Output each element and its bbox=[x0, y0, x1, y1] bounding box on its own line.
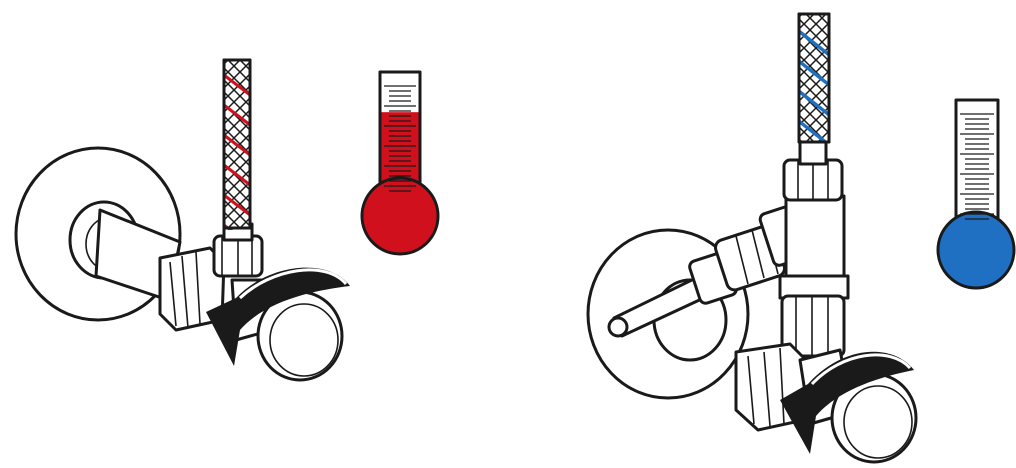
thermometer-bulb bbox=[938, 212, 1014, 288]
thermometer-hot bbox=[362, 72, 438, 254]
braided-hose-icon bbox=[220, 60, 254, 248]
thermometer-bulb bbox=[362, 178, 438, 254]
hot-valve-panel bbox=[16, 60, 438, 380]
thermometer-cold bbox=[938, 100, 1014, 288]
thermometer-icon bbox=[938, 100, 1014, 288]
double-outlet-angle-valve-icon bbox=[736, 142, 916, 462]
cold-valve-panel bbox=[588, 14, 1014, 462]
thermometer-icon bbox=[362, 72, 438, 254]
braided-hose-icon bbox=[795, 14, 833, 148]
